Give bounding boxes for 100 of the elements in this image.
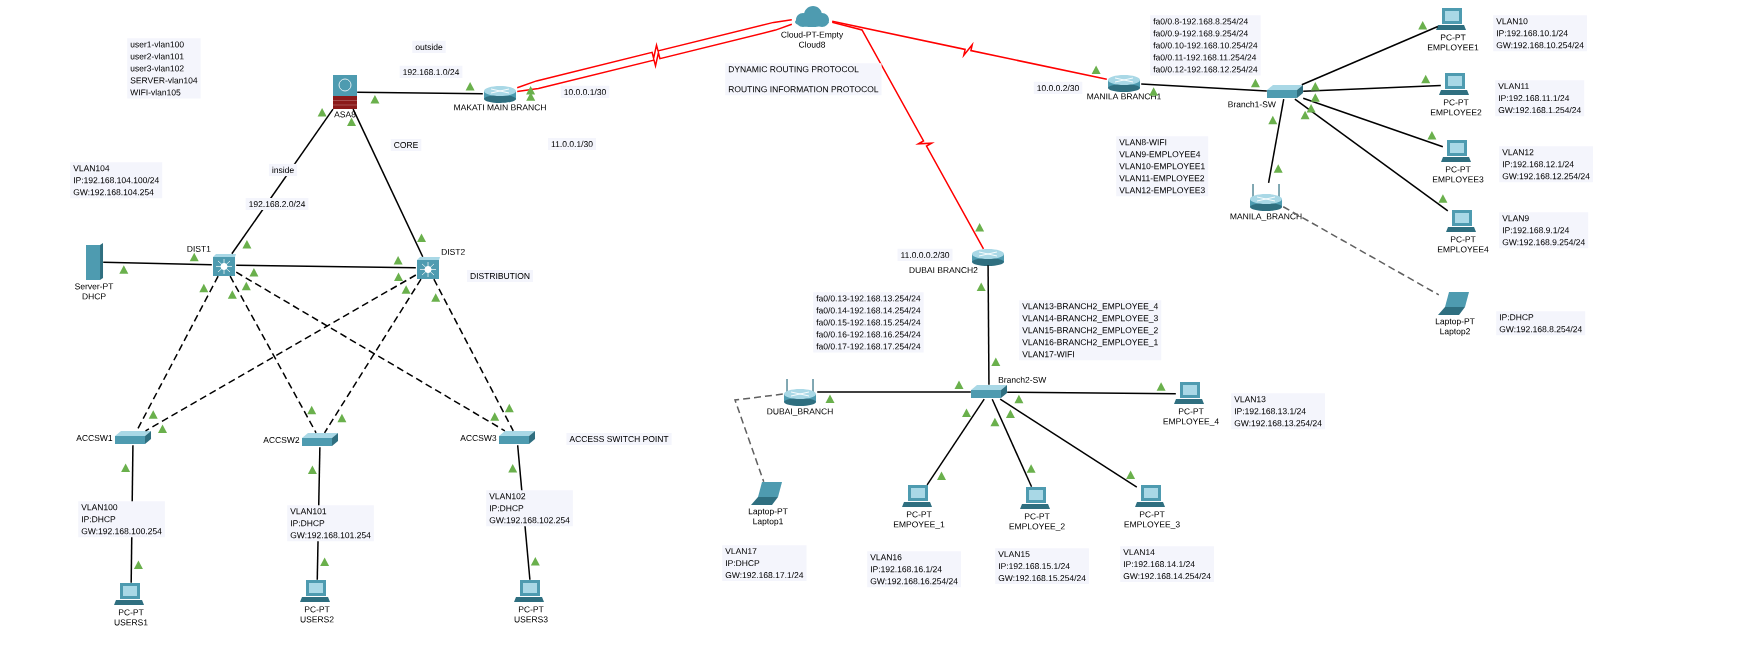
pc: PC-PT EMPLOYEE_4 (1163, 382, 1219, 426)
switch: ACCSW1 (76, 431, 151, 444)
note-box: VLAN104 IP:192.168.104.100/24 GW:192.168.104.254 (70, 162, 163, 199)
switch: Branch2-SW (971, 376, 1047, 398)
pc: PC-PT EMPLOYEE_2 (1009, 487, 1065, 531)
node-label: EMPLOYEE2 (1430, 109, 1482, 116)
label: VLAN15-BRANCH2_EMPLOYEE_2 (1022, 327, 1158, 335)
note-box: VLAN102 IP:DHCP GW:192.168.102.254 (486, 490, 573, 527)
node-label: PC-PT (1139, 511, 1165, 518)
label: WIFI-vlan105 (130, 89, 181, 96)
label: fa0/0.16-192.168.16.254/24 (816, 331, 921, 338)
cable (356, 91, 484, 95)
node-label: EMPLOYEE_2 (1009, 523, 1065, 532)
note-label: 192.168.1.0/24 (399, 65, 463, 79)
cable (1140, 83, 1268, 92)
node-label: EMPLOYEE_3 (1124, 521, 1180, 530)
cable (235, 271, 506, 432)
node-label: Branch2-SW (998, 376, 1047, 383)
cable (1301, 25, 1439, 86)
cable (231, 108, 334, 255)
router: MANILA BRANCH1 (1087, 75, 1161, 100)
cable (102, 261, 213, 266)
node-label: Branch1-SW (1228, 101, 1276, 108)
cable (144, 274, 417, 432)
node-label: EMPLOYEE4 (1437, 246, 1489, 253)
node-label: PC-PT (1445, 166, 1471, 173)
label: fa0/0.15-192.168.15.254/24 (816, 319, 921, 326)
multilayer-switch: DIST1 (187, 245, 236, 276)
note-label: 10.0.0.1/30 (560, 85, 610, 99)
cable (999, 398, 1138, 488)
pc: PC-PT EMPLOYEE3 (1432, 140, 1484, 183)
wireless-router: MANILA_BRANCH (1230, 183, 1302, 221)
label: VLAN12-EMPLOYEE3 (1119, 187, 1205, 194)
switch: ACCSW2 (263, 433, 338, 446)
label: VLAN13-BRANCH2_EMPLOYEE_4 (1022, 303, 1159, 311)
pc: PC-PT EMPLOYEE4 (1437, 210, 1489, 253)
laptop: Laptop-PT Laptop2 (1435, 292, 1475, 336)
node-label: PC-PT (1178, 408, 1204, 415)
cable (1006, 391, 1177, 395)
node-label: EMPOYEE_1 (893, 521, 945, 530)
note-label: 192.168.2.0/24 (245, 197, 309, 211)
cable (1267, 98, 1285, 184)
label: fa0/0.17-192.168.17.254/24 (816, 343, 921, 350)
label: VLAN11-EMPLOYEE2 (1119, 175, 1205, 182)
laptop: Laptop-PT Laptop1 (748, 482, 788, 526)
pc: PC-PT EMPLOYEE1 (1427, 8, 1479, 51)
label: SERVER-vlan104 (130, 77, 198, 84)
note-label: ACCESS SWITCH POINT (566, 433, 672, 445)
label: user1-vlan100 (130, 41, 184, 48)
note-label: DISTRIBUTION (467, 270, 533, 282)
note-label: outside (412, 40, 446, 54)
note-box: VLAN14 IP:192.168.14.1/24 GW:192.168.14.254/24 (1120, 546, 1214, 583)
node-label: EMPLOYEE_4 (1163, 418, 1219, 427)
note-box: fa0/0.13-192.168.13.254/24 fa0/0.14-192.168.14.254/24 fa0/0.15-192.168.15.254/24 fa0/0.16-192.168.16.254/24 fa0/0.17-192.168.17.254/24 (813, 292, 924, 353)
cable (136, 275, 219, 432)
cable (1302, 97, 1444, 148)
router: MAKATI MAIN BRANCH (454, 86, 546, 111)
node-label: EMPLOYEE1 (1427, 44, 1479, 51)
label: user2-vlan101 (130, 53, 184, 60)
firewall: ASA8 (332, 75, 358, 118)
cable (1294, 98, 1449, 212)
label: VLAN17-WIFI (1022, 351, 1074, 358)
node-label: PC-PT (906, 511, 932, 518)
node-label: ACCSW1 (76, 434, 113, 441)
cable (323, 278, 422, 434)
label: fa0/0.13-192.168.13.254/24 (816, 295, 921, 302)
note-box: VLAN10 IP:192.168.10.1/24 GW:192.168.10.254/24 (1493, 15, 1587, 52)
node-label: DIST2 (441, 248, 465, 255)
switch: Branch1-SW (1228, 85, 1303, 108)
node-label: DUBAI BRANCH2 (909, 267, 978, 274)
pc: PC-PT EMPOYEE_1 (893, 485, 945, 529)
node-label: EMPLOYEE3 (1432, 176, 1484, 183)
note-box: VLAN12 IP:192.168.12.1/24 GW:192.168.12.254/24 (1499, 146, 1593, 183)
node-label: PC-PT (1440, 34, 1466, 41)
switch: ACCSW3 (460, 431, 535, 444)
label: fa0/0.14-192.168.14.254/24 (816, 307, 921, 314)
label: VLAN16-BRANCH2_EMPLOYEE_1 (1022, 339, 1158, 347)
note-box: VLAN13 IP:192.168.13.1/24 GW:192.168.13.254/24 (1231, 393, 1325, 430)
label: VLAN14-BRANCH2_EMPLOYEE_3 (1022, 315, 1158, 323)
node-label: Laptop-PT (1435, 318, 1475, 326)
cable (926, 398, 985, 486)
label: VLAN8-WIFI (1119, 139, 1167, 146)
node-label: Server-PT (75, 283, 114, 290)
pc: PC-PT USERS3 (514, 580, 548, 623)
label: user3-vlan102 (130, 65, 184, 72)
note-box: VLAN17 IP:DHCP GW:192.168.17.1/24 (722, 545, 807, 582)
node-label: PC-PT (518, 606, 544, 613)
note-box: DYNAMIC ROUTING PROTOCOL ROUTING INFORMATION PROTOCOL (725, 63, 882, 96)
node-label: ACCSW2 (263, 436, 300, 443)
node-label: ASA8 (334, 111, 356, 118)
note-label: 11.0.0.0.2/30 (897, 248, 953, 262)
node-label: Laptop1 (753, 518, 783, 526)
note-box: IP:DHCP GW:192.168.8.254/24 (1496, 311, 1586, 336)
label: fa0/0.12-192.168.12.254/24 (1153, 66, 1258, 73)
cable (433, 278, 514, 432)
cable (235, 264, 417, 269)
note-box: fa0/0.8-192.168.8.254/24 fa0/0.9-192.168.9.254/24 fa0/0.10-192.168.10.254/24 fa0/0.11-192.168.11.254/24 fa0/0.12-192.168.12.254/24 (1150, 15, 1261, 76)
cable (816, 391, 972, 393)
label: VLAN9-EMPLOYEE4 (1119, 151, 1201, 158)
node-label: PC-PT (1443, 99, 1469, 106)
